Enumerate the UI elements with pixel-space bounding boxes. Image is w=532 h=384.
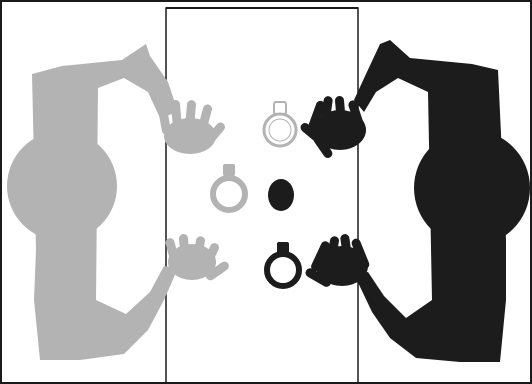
- left-upper-hand: [158, 100, 225, 154]
- left-person-figure: [7, 44, 229, 360]
- token-ring-middle-left: [210, 164, 248, 213]
- right-person-body: [354, 40, 506, 362]
- left-lower-hand: [165, 234, 229, 281]
- right-upper-hand: [300, 96, 366, 158]
- right-lower-hand: [305, 234, 370, 287]
- left-person-body: [32, 44, 178, 360]
- token-center-disc: [268, 179, 294, 211]
- token-ring-bottom: [264, 242, 302, 289]
- right-person-figure: [300, 40, 530, 362]
- token-ring-top: [262, 101, 298, 148]
